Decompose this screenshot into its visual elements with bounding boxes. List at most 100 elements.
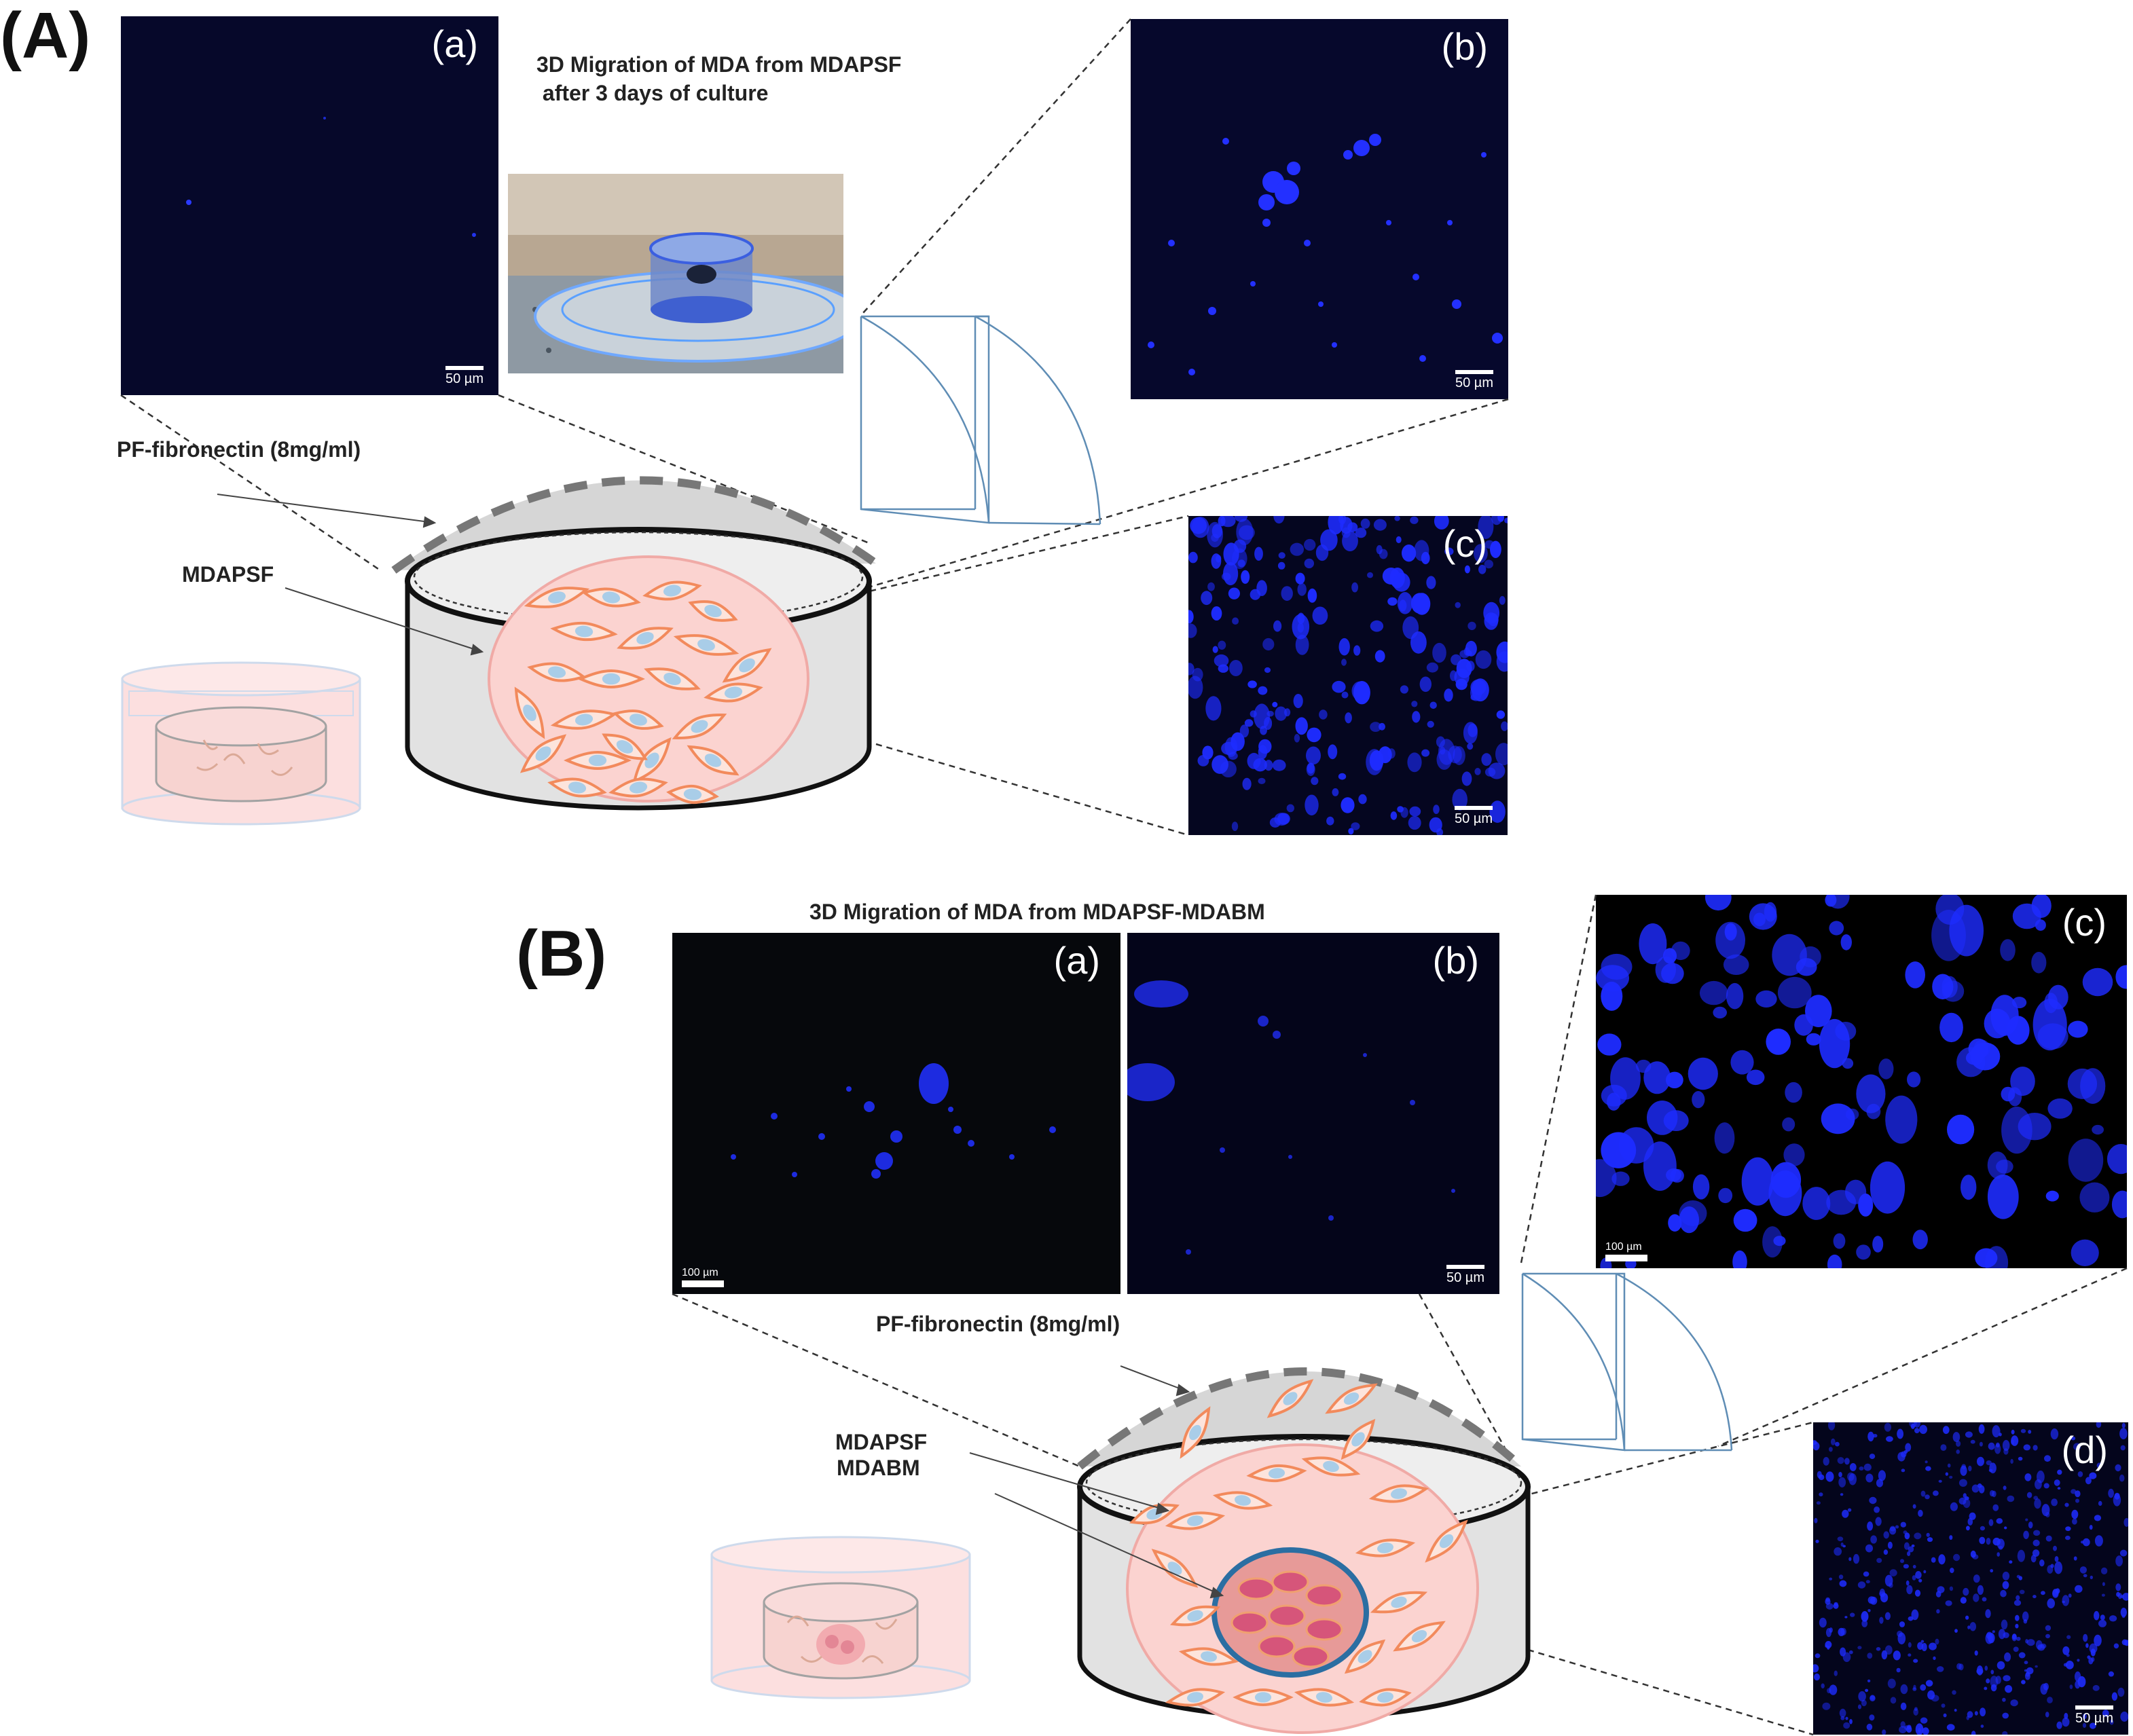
fluorescent-nucleus: [1845, 1716, 1848, 1720]
fluorescent-nucleus: [1936, 1609, 1940, 1614]
panel-b-core: [1211, 1547, 1369, 1678]
fluorescent-nucleus: [1840, 934, 1852, 950]
fluorescent-nucleus: [1370, 722, 1381, 732]
fluorescent-nucleus: [1913, 1659, 1918, 1663]
fluorescent-nucleus: [2043, 1682, 2049, 1691]
panel-b-gel: [1126, 1443, 1479, 1734]
fluorescent-nucleus: [2082, 1538, 2090, 1547]
fluorescent-nucleus: [1825, 1471, 1834, 1482]
fluorescent-nucleus: [1474, 768, 1481, 775]
fluorescent-nucleus: [1949, 1535, 1953, 1540]
fluorescent-nucleus: [1923, 1570, 1927, 1574]
fluorescent-nucleus: [1997, 1552, 2000, 1557]
scale-bar-label: 100 µm: [1605, 1241, 1642, 1253]
core-cell: [1305, 1584, 1343, 1607]
fluorescent-nucleus: [1974, 1711, 1978, 1716]
fluorescent-nucleus: [2066, 1653, 2070, 1657]
fluorescent-nucleus: [1970, 1439, 1975, 1444]
fluorescent-nucleus: [1370, 620, 1384, 632]
fluorescent-nucleus: [1847, 1508, 1852, 1512]
fluorescent-nucleus: [1907, 1551, 1911, 1557]
fluorescent-nucleus: [1918, 1578, 1922, 1583]
fluorescent-nucleus: [1842, 1652, 1851, 1662]
panel-a-dome: [394, 480, 876, 570]
fluorescent-nucleus: [2043, 1483, 2049, 1489]
panel-b-label: (B): [516, 917, 607, 990]
fluorescent-nucleus: [1814, 1673, 1820, 1681]
panel-a-pf-label: PF-fibronectin (8mg/ml): [117, 437, 361, 462]
fluorescent-nucleus: [1829, 921, 1844, 936]
fluorescent-nucleus: [1655, 956, 1676, 983]
fluorescent-nucleus: [1914, 1428, 1920, 1434]
fluorescent-nucleus: [1963, 1493, 1967, 1498]
fluorescent-nucleus: [2004, 1652, 2011, 1662]
fluorescent-nucleus: [2000, 1589, 2007, 1598]
fluorescent-nucleus: [1939, 1012, 1963, 1043]
fluorescent-nucleus: [2109, 1719, 2114, 1725]
fluorescent-nucleus: [1286, 804, 1294, 813]
fluorescent-nucleus: [1885, 1095, 1918, 1144]
fluorescent-nucleus: [2004, 1526, 2007, 1530]
fluorescent-nucleus: [1367, 572, 1373, 578]
fluorescent-nucleus: [1272, 759, 1286, 771]
fluorescent-nucleus: [1394, 516, 1400, 521]
fluorescent-nucleus: [1402, 616, 1419, 640]
fluorescent-nucleus: [1940, 1444, 1947, 1451]
fluorescent-nucleus: [2002, 1731, 2008, 1735]
fluorescent-nucleus: [1438, 739, 1455, 765]
cell: [1341, 1418, 1376, 1460]
fluorescent-nucleus: [2077, 1659, 2080, 1662]
fluorescent-nucleus: [1838, 1477, 1846, 1488]
fluorescent-nucleus: [1947, 1114, 1975, 1145]
fluorescent-nucleus: [1879, 1588, 1885, 1598]
fluorescent-nucleus: [1597, 1033, 1622, 1056]
fluorescent-nucleus: [1952, 1432, 1961, 1443]
cell: [1180, 1406, 1211, 1459]
cell: [564, 750, 632, 771]
cell: [1359, 1688, 1412, 1707]
panel-b-dish-body: [1077, 1484, 1531, 1720]
fluorescent-nucleus: [1977, 1456, 1984, 1466]
fluorescent-nucleus: [1242, 777, 1252, 790]
fluorescent-nucleus: [1732, 1250, 1747, 1268]
fluorescent-nucleus: [1188, 623, 1197, 638]
fluorescent-nucleus: [1985, 1609, 1991, 1619]
fluorescent-nucleus: [1408, 815, 1421, 830]
fluorescent-nucleus: [1241, 570, 1250, 584]
fluorescent-nucleus: [2080, 1540, 2084, 1544]
fluorescent-nucleus: [1970, 1550, 1976, 1558]
fluorescent-nucleus: [2113, 1494, 2121, 1507]
fluorescent-nucleus: [1905, 961, 1925, 989]
panel-a-dish-rim: [405, 527, 872, 635]
fluorescent-nucleus: [1920, 1684, 1927, 1691]
scale-bar: 50 µm: [445, 366, 484, 387]
fluorescent-nucleus: [1979, 1536, 1986, 1545]
fluorescent-nucleus: [1858, 1691, 1866, 1702]
fluorescent-nucleus: [1713, 1006, 1727, 1019]
fluorescent-nucleus: [1992, 1504, 1999, 1511]
fluorescent-nucleus: [1601, 981, 1623, 1011]
fluorescent-nucleus: [1911, 1544, 1915, 1547]
cell: [608, 777, 668, 798]
fluorescent-nucleus: [1987, 1175, 2019, 1219]
fluorescent-nucleus: [1815, 1539, 1819, 1543]
cell: [1425, 1519, 1468, 1563]
fluorescent-nucleus: [1825, 1603, 1834, 1610]
fluorescent-nucleus: [2032, 1445, 2038, 1451]
panel-b-dome: [1080, 1371, 1521, 1466]
panel-a-cell-label: MDAPSF: [182, 562, 274, 587]
fluorescent-nucleus: [2053, 1545, 2057, 1551]
fluorescent-nucleus: [2094, 1515, 2102, 1521]
fluorescent-nucleus: [1884, 1574, 1893, 1587]
fluorescent-nucleus: [1900, 1684, 1908, 1695]
fluorescent-nucleus: [1212, 646, 1218, 653]
fluorescent-nucleus: [1714, 1122, 1735, 1154]
fluorescent-nucleus: [1688, 1057, 1718, 1090]
fluorescent-nucleus: [2011, 1435, 2019, 1446]
fluorescent-nucleus: [1326, 816, 1334, 826]
fluorescent-nucleus: [1499, 595, 1506, 605]
panel-a-image-b-fluor: [1148, 134, 1503, 375]
fluorescent-nucleus: [1995, 1676, 2001, 1684]
scale-bar: 50 µm: [1455, 806, 1493, 827]
fluorescent-nucleus: [2071, 1509, 2079, 1519]
